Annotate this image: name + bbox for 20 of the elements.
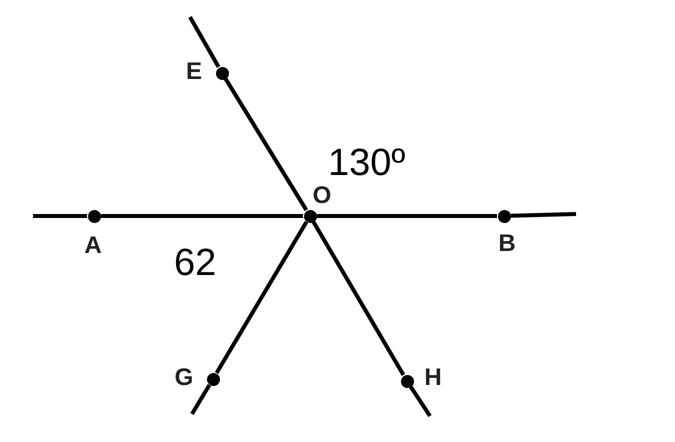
line-segment — [312, 221, 406, 376]
line-segment — [510, 212, 576, 218]
line-segment — [188, 16, 220, 68]
point-label: A — [83, 234, 103, 258]
line-segment — [101, 214, 303, 218]
measure-label: 62 — [174, 243, 216, 283]
labeled-point — [400, 366, 443, 390]
line-segment — [409, 386, 432, 418]
line-segment — [33, 214, 87, 218]
point-label: E — [184, 60, 203, 84]
point-label: B — [497, 232, 517, 256]
angle-label: 130º — [328, 143, 406, 183]
point-label: H — [423, 366, 443, 390]
point-label: O — [312, 184, 332, 208]
line-segment — [190, 384, 212, 416]
line-segment — [317, 214, 497, 218]
labeled-point — [303, 184, 332, 223]
line-segment — [224, 78, 308, 212]
point-label: G — [174, 366, 194, 390]
line-segment — [214, 221, 308, 374]
